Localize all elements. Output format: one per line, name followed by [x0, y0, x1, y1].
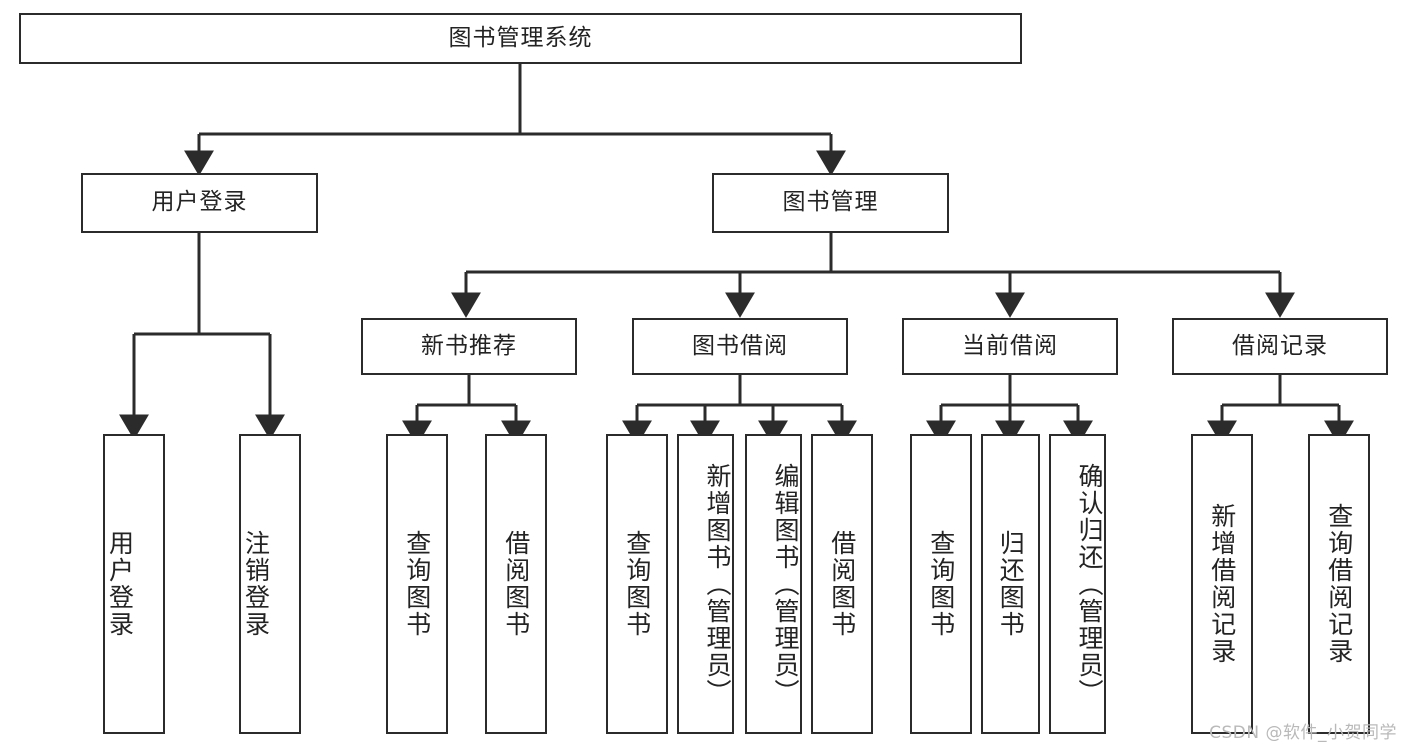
- node-label: 查询借阅记录: [1324, 503, 1354, 665]
- node-label: 编辑图书（管理员）: [771, 462, 800, 706]
- node-borrow-records[interactable]: 借阅记录: [1172, 318, 1388, 375]
- leaf-query-borrow-record[interactable]: 查询借阅记录: [1308, 434, 1370, 734]
- node-current-borrow[interactable]: 当前借阅: [902, 318, 1118, 375]
- leaf-confirm-return-admin[interactable]: 确认归还（管理员）: [1049, 434, 1106, 734]
- leaf-query-book-current[interactable]: 查询图书: [910, 434, 972, 734]
- leaf-query-book-borrow[interactable]: 查询图书: [606, 434, 668, 734]
- node-label: 用户登录: [151, 189, 248, 216]
- leaf-borrow-book[interactable]: 借阅图书: [811, 434, 873, 734]
- node-label: 查询图书: [622, 530, 652, 638]
- node-book-borrow[interactable]: 图书借阅: [632, 318, 848, 375]
- leaf-query-book-recommend[interactable]: 查询图书: [386, 434, 448, 734]
- node-label: 新增图书（管理员）: [703, 462, 732, 706]
- leaf-logout-login[interactable]: 注销登录: [239, 434, 301, 734]
- watermark: CSDN @软件_小贺同学: [1209, 723, 1397, 743]
- node-label: 借阅图书: [827, 530, 857, 638]
- leaf-add-borrow-record[interactable]: 新增借阅记录: [1191, 434, 1253, 734]
- node-label: 注销登录: [241, 530, 271, 638]
- node-label: 借阅记录: [1232, 332, 1328, 359]
- node-label: 查询图书: [926, 530, 956, 638]
- node-label: 确认归还（管理员）: [1075, 462, 1104, 706]
- node-label: 图书借阅: [692, 332, 788, 359]
- node-label: 图书管理: [782, 189, 879, 216]
- leaf-return-book[interactable]: 归还图书: [981, 434, 1040, 734]
- node-label: 借阅图书: [501, 530, 531, 638]
- node-label: 新书推荐: [421, 332, 517, 359]
- leaf-edit-book-admin[interactable]: 编辑图书（管理员）: [745, 434, 802, 734]
- leaf-add-book-admin[interactable]: 新增图书（管理员）: [677, 434, 734, 734]
- node-label: 归还图书: [996, 530, 1026, 638]
- node-label: 新增借阅记录: [1207, 503, 1237, 665]
- node-label: 用户登录: [105, 530, 135, 638]
- leaf-borrow-book-recommend[interactable]: 借阅图书: [485, 434, 547, 734]
- node-label: 当前借阅: [962, 332, 1058, 359]
- node-label: 查询图书: [402, 530, 432, 638]
- leaf-user-login[interactable]: 用户登录: [103, 434, 165, 734]
- node-root-system[interactable]: 图书管理系统: [19, 13, 1022, 64]
- node-new-book-recommend[interactable]: 新书推荐: [361, 318, 577, 375]
- node-user-login[interactable]: 用户登录: [81, 173, 318, 233]
- node-book-management[interactable]: 图书管理: [712, 173, 949, 233]
- node-label: 图书管理系统: [448, 24, 593, 51]
